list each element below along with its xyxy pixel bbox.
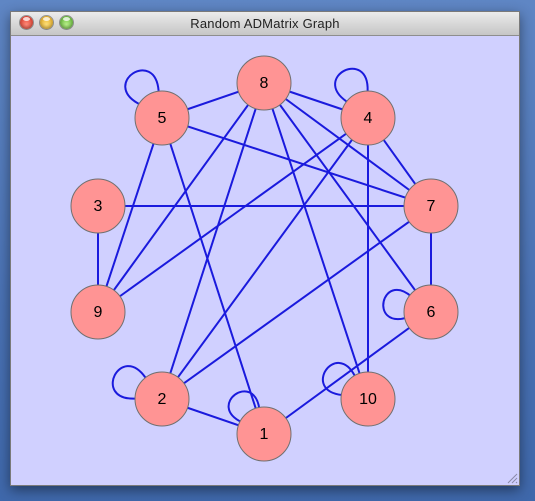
graph-node-circle bbox=[340, 90, 396, 146]
graph-edge-5-1 bbox=[161, 117, 265, 435]
graph-edge-8-10 bbox=[263, 82, 369, 400]
graph-node-label: 3 bbox=[94, 198, 103, 215]
graph-node-5[interactable]: 5 bbox=[134, 90, 190, 146]
graph-self-loop-1 bbox=[227, 390, 261, 424]
graph-edge-7-2 bbox=[161, 205, 432, 400]
graph-node-label: 2 bbox=[158, 391, 167, 408]
graph-node-2[interactable]: 2 bbox=[134, 371, 190, 427]
graph-node-label: 10 bbox=[359, 391, 377, 408]
graph-node-label: 5 bbox=[158, 110, 167, 127]
graph-node-1[interactable]: 1 bbox=[236, 406, 292, 462]
graph-node-circle bbox=[236, 406, 292, 462]
graph-node-label: 7 bbox=[427, 198, 436, 215]
graph-canvas: 1 2 3 4 5 6 7 8 9 10 bbox=[70, 55, 459, 462]
graph-edge-8-9 bbox=[97, 82, 265, 313]
graph-node-circle bbox=[134, 90, 190, 146]
graph-self-loop-6 bbox=[382, 288, 413, 321]
graph-node-circle bbox=[70, 284, 126, 340]
graph-edge-6-1 bbox=[263, 311, 432, 435]
graph-node-9[interactable]: 9 bbox=[70, 284, 126, 340]
window-title: Random ADMatrix Graph bbox=[190, 16, 340, 31]
graph-node-label: 1 bbox=[260, 426, 269, 443]
graph-node-6[interactable]: 6 bbox=[403, 284, 459, 340]
graph-node-label: 8 bbox=[260, 75, 269, 92]
graph-node-label: 9 bbox=[94, 304, 103, 321]
graph-edge-4-9 bbox=[97, 117, 369, 313]
close-button[interactable] bbox=[20, 16, 33, 29]
graph-node-circle bbox=[134, 371, 190, 427]
zoom-button[interactable] bbox=[60, 16, 73, 29]
graph-node-circle bbox=[70, 178, 126, 234]
title-bar[interactable]: Random ADMatrix Graph bbox=[11, 12, 519, 36]
graph-self-loop-10 bbox=[322, 362, 356, 397]
graph-node-circle bbox=[403, 178, 459, 234]
graph-edge-5-7 bbox=[161, 117, 432, 207]
graph-node-7[interactable]: 7 bbox=[403, 178, 459, 234]
graph-edge-8-6 bbox=[263, 82, 432, 313]
resize-grip-icon[interactable] bbox=[506, 472, 518, 484]
graph-node-4[interactable]: 4 bbox=[340, 90, 396, 146]
graph-edge-5-9 bbox=[97, 117, 163, 313]
graph-node-circle bbox=[340, 371, 396, 427]
minimize-button[interactable] bbox=[40, 16, 53, 29]
app-window: Random ADMatrix Graph 1 2 3 4 5 6 7 8 9 10 bbox=[10, 11, 520, 486]
graph-node-circle bbox=[403, 284, 459, 340]
graph-edge-8-2 bbox=[161, 82, 265, 400]
graph-edge-4-2 bbox=[161, 117, 369, 400]
graph-node-8[interactable]: 8 bbox=[236, 55, 292, 111]
graph-node-10[interactable]: 10 bbox=[340, 371, 396, 427]
graph-node-circle bbox=[236, 55, 292, 111]
graph-self-loop-5 bbox=[124, 69, 160, 105]
graph-node-label: 6 bbox=[427, 304, 436, 321]
graph-node-3[interactable]: 3 bbox=[70, 178, 126, 234]
graph-node-label: 4 bbox=[364, 110, 373, 127]
graph-self-loop-2 bbox=[111, 365, 147, 400]
graph-self-loop-4 bbox=[334, 67, 369, 103]
